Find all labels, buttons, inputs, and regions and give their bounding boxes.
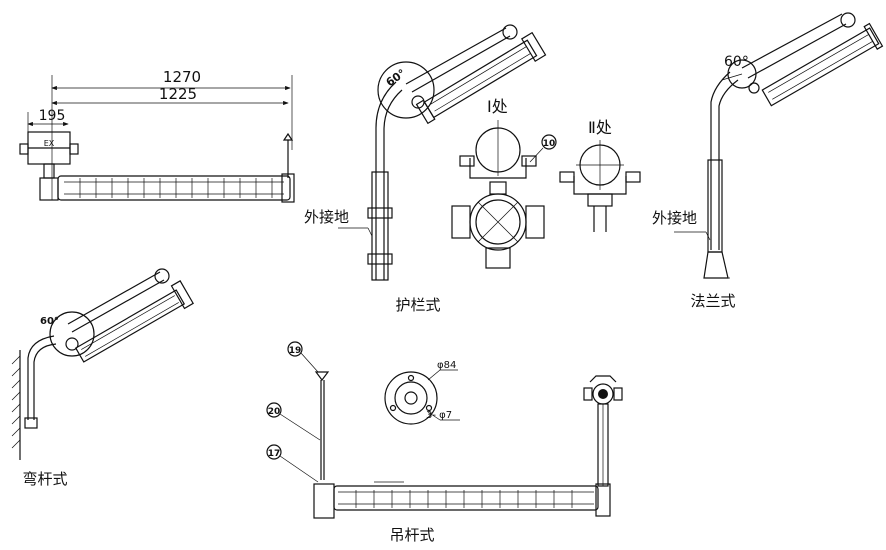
bent-angle: 60° (40, 316, 59, 327)
pendant-mount-view: 19 20 17 (266, 341, 623, 519)
detail-i: Ⅰ处 10 (451, 97, 557, 269)
tube-ribs (79, 178, 273, 198)
flange-plate-detail: φ84 3- φ7 (384, 360, 460, 425)
railing-ground-label: 外接地 (304, 208, 349, 226)
detail-ii-label: Ⅱ处 (588, 118, 612, 137)
flange-holes: 3- φ7 (426, 410, 452, 421)
dim-bracket: 195 (39, 108, 66, 124)
callout-19: 19 (289, 346, 302, 356)
caption-pendant: 吊杆式 (389, 526, 434, 544)
caption-railing: 护栏式 (395, 296, 440, 314)
caption-bent: 弯杆式 (22, 470, 67, 488)
wall-hatch (11, 355, 21, 449)
caption-flange: 法兰式 (690, 292, 735, 310)
dimension-view: 1270 1225 195 EX (19, 68, 295, 203)
callout-10: 10 (543, 139, 556, 149)
flange-mount-view: 外接地 60° (652, 12, 884, 279)
dim-span: 1225 (159, 85, 197, 103)
callout-20: 20 (268, 407, 281, 417)
callout-17: 17 (268, 449, 281, 459)
flange-angle: 60° (724, 54, 749, 70)
railing-mount-view: 外接地 60° (304, 24, 547, 281)
detail-ii: Ⅱ处 (559, 118, 641, 232)
railing-angle: 60° (384, 67, 409, 90)
detail-i-label: Ⅰ处 (487, 97, 508, 116)
ex-mark: EX (44, 139, 55, 148)
flange-ground-label: 外接地 (652, 209, 697, 227)
pendant-tube-ribs (355, 490, 573, 508)
flange-diameter: φ84 (437, 360, 456, 371)
bent-rod-mount-view: 60° (11, 268, 194, 460)
dim-overall: 1270 (163, 68, 201, 86)
